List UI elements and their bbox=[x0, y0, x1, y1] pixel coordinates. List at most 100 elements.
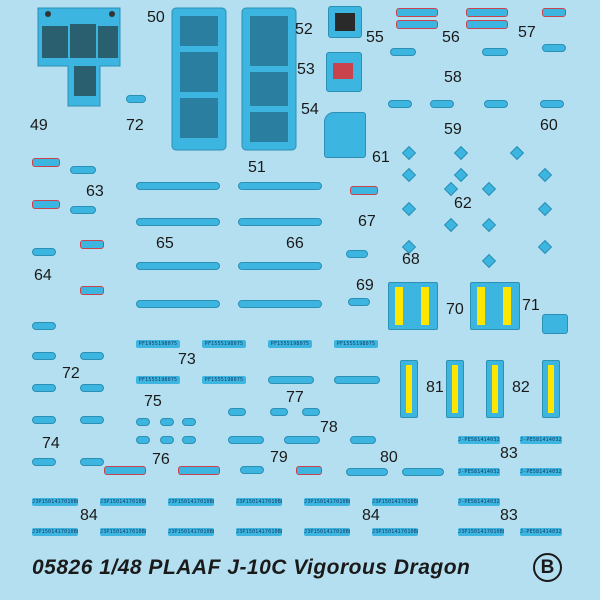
part-number-49: 49 bbox=[30, 117, 48, 134]
yellow-frame-decal-70b bbox=[470, 282, 520, 330]
serial-decal-j3p: J3P1501417010BB bbox=[236, 528, 282, 536]
part-number-65: 65 bbox=[156, 235, 174, 252]
stencil-decal-tiny bbox=[126, 95, 146, 103]
stencil-decal-mid bbox=[238, 182, 322, 190]
serial-decal-j3p: J3P1501417010BB bbox=[32, 528, 78, 536]
part-number-50: 50 bbox=[147, 9, 165, 26]
yellow-strip-decal-82 bbox=[486, 360, 504, 418]
part-number-51: 51 bbox=[248, 159, 266, 176]
arrow-decal-71 bbox=[542, 314, 568, 334]
side-console-decal-50 bbox=[171, 7, 227, 151]
part-number-56: 56 bbox=[442, 29, 460, 46]
serial-decal-jpe: J-PE5814140324 bbox=[458, 468, 500, 476]
part-number-71: 71 bbox=[522, 297, 540, 314]
part-number-66: 66 bbox=[286, 235, 304, 252]
marker-decal-58b bbox=[482, 48, 508, 56]
serial-decal-j3p: J3P1501417010BB bbox=[304, 498, 350, 506]
dot-decal bbox=[537, 201, 553, 217]
yellow-strip-decal-82b bbox=[542, 360, 560, 418]
panel-decal-52 bbox=[328, 6, 362, 38]
part-number-80: 80 bbox=[380, 449, 398, 466]
stencil-decal-small bbox=[32, 352, 56, 360]
yellow-stripe bbox=[395, 287, 403, 325]
stencil-decal-small bbox=[402, 468, 444, 476]
stencil-decal-small bbox=[136, 436, 150, 444]
stencil-decal-mid bbox=[136, 182, 220, 190]
stencil-decal-left-6 bbox=[32, 248, 56, 256]
dot-decal bbox=[481, 181, 497, 197]
stencil-decal-57a bbox=[542, 8, 566, 17]
stencil-decal-small bbox=[80, 458, 104, 466]
part-number-76: 76 bbox=[152, 451, 170, 468]
marker-decal-59c bbox=[484, 100, 508, 108]
serial-decal-jpe: J-PE5814140324 bbox=[458, 436, 500, 444]
dot-decal bbox=[443, 181, 459, 197]
dot-decal bbox=[537, 239, 553, 255]
serial-decal-j3p: J3P1501417010BB bbox=[372, 528, 418, 536]
part-number-73: 73 bbox=[178, 351, 196, 368]
part-number-58: 58 bbox=[444, 69, 462, 86]
yellow-stripe bbox=[406, 365, 412, 413]
stencil-decal-small bbox=[350, 436, 376, 444]
stencil-decal-57b bbox=[542, 44, 566, 52]
side-console-decal-51 bbox=[241, 7, 297, 151]
yellow-frame-decal-70a bbox=[388, 282, 438, 330]
stencil-decal-mid bbox=[334, 376, 380, 384]
part-number-75: 75 bbox=[144, 393, 162, 410]
part-number-72-lower: 72 bbox=[62, 365, 80, 382]
stencil-decal-red bbox=[178, 466, 220, 475]
yellow-stripe bbox=[477, 287, 485, 325]
serial-decal-j3p: J3P1501417010BB bbox=[372, 498, 418, 506]
stencil-decal-small bbox=[80, 352, 104, 360]
stencil-decal-mid bbox=[238, 262, 322, 270]
dot-decal bbox=[481, 253, 497, 269]
stencil-decal-mid bbox=[136, 262, 220, 270]
part-number-55: 55 bbox=[366, 29, 384, 46]
yellow-stripe bbox=[548, 365, 554, 413]
part-number-74: 74 bbox=[42, 435, 60, 452]
stencil-decal-red bbox=[104, 466, 146, 475]
part-number-84-left: 84 bbox=[80, 507, 98, 524]
stencil-decal-mid bbox=[238, 300, 322, 308]
serial-decal-pf: PF1555198075 bbox=[202, 340, 246, 348]
marker-decal-59a bbox=[388, 100, 412, 108]
stencil-decal-55b bbox=[396, 20, 438, 29]
stencil-decal-left-2 bbox=[70, 166, 96, 174]
marker-decal-59b bbox=[430, 100, 454, 108]
part-number-79: 79 bbox=[270, 449, 288, 466]
stencil-decal-left-7 bbox=[80, 286, 104, 295]
part-number-82: 82 bbox=[512, 379, 530, 396]
stencil-decal-small bbox=[182, 418, 196, 426]
part-number-68: 68 bbox=[402, 251, 420, 268]
serial-decal-j3p: J3P1501417010BB bbox=[236, 498, 282, 506]
stencil-decal-56a bbox=[466, 8, 508, 17]
stencil-decal-small bbox=[32, 322, 56, 330]
dot-decal bbox=[537, 167, 553, 183]
serial-decal-j3p: J3P1501417010BB bbox=[168, 528, 214, 536]
stencil-decal-small bbox=[32, 384, 56, 392]
stencil-decal-55a bbox=[396, 8, 438, 17]
part-number-72-upper: 72 bbox=[126, 117, 144, 134]
dot-decal bbox=[401, 145, 417, 161]
stencil-decal-small bbox=[80, 416, 104, 424]
part-number-52: 52 bbox=[295, 21, 313, 38]
stencil-decal-small bbox=[228, 436, 264, 444]
part-number-78: 78 bbox=[320, 419, 338, 436]
stencil-decal-small bbox=[302, 408, 320, 416]
marker-decal-58a bbox=[390, 48, 416, 56]
serial-decal-j3p: J3P1501417010BB bbox=[304, 528, 350, 536]
stencil-decal-small bbox=[270, 408, 288, 416]
serial-decal-jpe: J-PE5814140324 bbox=[520, 468, 562, 476]
part-number-53: 53 bbox=[297, 61, 315, 78]
serial-decal-j3p: J3P1501417010BB bbox=[32, 498, 78, 506]
stencil-decal-red bbox=[296, 466, 322, 475]
dot-decal bbox=[481, 217, 497, 233]
serial-decal-pf: PF1555198075 bbox=[268, 340, 312, 348]
stencil-decal-small bbox=[240, 466, 264, 474]
part-number-54: 54 bbox=[301, 101, 319, 118]
stencil-decal-mid bbox=[136, 218, 220, 226]
stencil-decal-left-1 bbox=[32, 158, 60, 167]
stencil-decal-small bbox=[32, 458, 56, 466]
stencil-decal-left-5 bbox=[80, 240, 104, 249]
stencil-decal-small bbox=[284, 436, 320, 444]
